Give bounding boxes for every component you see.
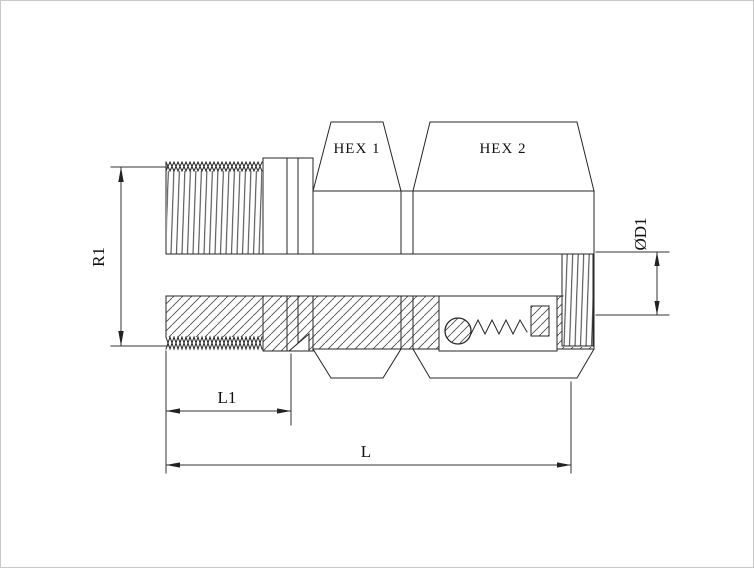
check-ball	[444, 317, 472, 345]
hex1-bottom-silhouette	[312, 348, 402, 379]
thread-crest-top-a	[165, 160, 263, 173]
check-valve-detail	[444, 305, 550, 345]
hex1-section-hatch	[312, 295, 402, 350]
dimension-r1: R1	[89, 166, 169, 347]
hex2-section	[412, 121, 595, 379]
dimension-d1: ØD1	[595, 217, 670, 316]
l-arrow-left	[166, 462, 180, 468]
dimension-l1: L1	[165, 350, 292, 474]
dimension-l: L	[165, 381, 572, 474]
hex2-label: HEX 2	[479, 141, 526, 157]
l1-label: L1	[218, 388, 237, 407]
hex1-label: HEX 1	[333, 141, 380, 157]
stud-thread-section-hatch	[166, 296, 263, 337]
hex2-bottom-silhouette	[412, 348, 595, 379]
port-female-thread	[561, 253, 594, 347]
d1-label: ØD1	[631, 217, 650, 250]
spring-retainer	[530, 305, 550, 337]
r1-arrow-top	[118, 167, 124, 182]
thread-runout-notch	[287, 332, 310, 352]
r1-arrow-bottom	[118, 331, 124, 346]
l1-arrow-left	[166, 408, 180, 414]
l-arrow-right	[557, 462, 571, 468]
shoulder-washer	[262, 157, 314, 352]
l1-arrow-right	[277, 408, 291, 414]
groove-section-hatch	[400, 295, 414, 350]
male-stud-thread	[165, 160, 263, 351]
thread-root-bottom-a	[165, 335, 263, 351]
valve-spring	[470, 318, 528, 336]
hex2-top-silhouette	[412, 121, 595, 192]
l-label: L	[361, 442, 371, 461]
thread-crest-top-b	[165, 160, 263, 173]
hex1-top-silhouette	[312, 121, 402, 192]
r1-label: R1	[89, 247, 108, 267]
hex1-section	[312, 121, 402, 379]
d1-arrow-bottom	[654, 301, 660, 315]
thread-root-bottom-b	[165, 335, 263, 351]
d1-arrow-top	[654, 252, 660, 266]
thread-flank-lines	[167, 171, 262, 254]
